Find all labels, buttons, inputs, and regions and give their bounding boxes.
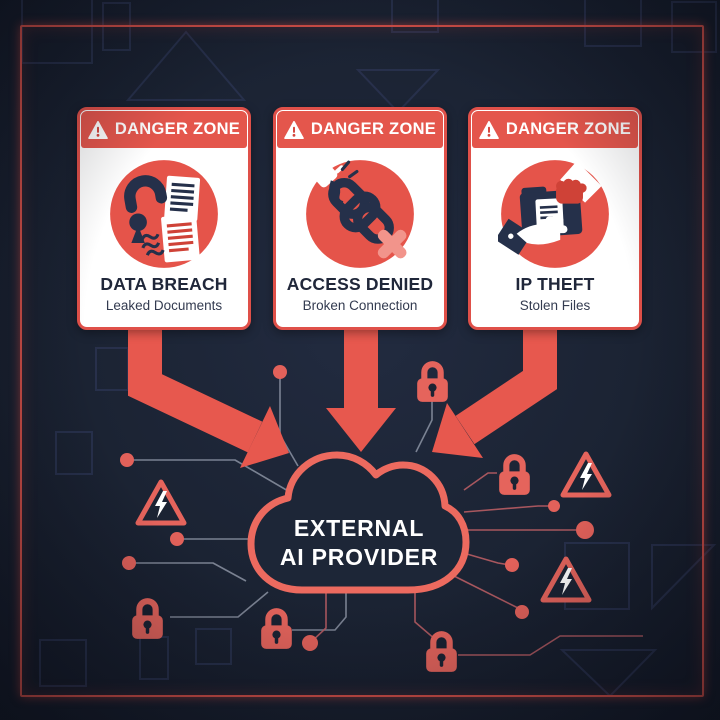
external-ai-provider-label: EXTERNAL AI PROVIDER	[250, 514, 468, 572]
danger-card-access-denied: DANGER ZONE	[273, 107, 447, 330]
padlock-icon	[496, 451, 533, 498]
down-left-bent-arrow-icon	[128, 326, 289, 468]
card-subtitle: Broken Connection	[302, 298, 418, 313]
danger-zone-header: DANGER ZONE	[277, 111, 443, 148]
danger-zone-header: DANGER ZONE	[472, 111, 638, 148]
down-arrow-icon	[326, 326, 396, 452]
down-right-bent-arrow-icon	[432, 326, 557, 458]
card-subtitle: Leaked Documents	[105, 298, 223, 313]
danger-zone-label: DANGER ZONE	[310, 120, 437, 138]
danger-card-ip-theft: DANGER ZONE	[468, 107, 642, 330]
warning-triangle-icon	[284, 120, 304, 139]
electric-hazard-triangle-icon	[539, 555, 593, 605]
danger-zone-label: DANGER ZONE	[114, 120, 241, 138]
padlock-icon	[129, 595, 166, 642]
circuit-node-dots	[120, 365, 594, 651]
danger-zone-header: DANGER ZONE	[81, 111, 247, 148]
hand-stealing-folder-icon	[498, 157, 612, 271]
electric-hazard-triangle-icon	[134, 478, 188, 528]
card-title: ACCESS DENIED	[286, 274, 434, 294]
card-subtitle: Stolen Files	[519, 298, 591, 313]
danger-card-data-breach: DANGER ZONE	[77, 107, 251, 330]
padlock-icon	[258, 605, 295, 652]
card-title: DATA BREACH	[100, 274, 228, 294]
electric-hazard-triangle-icon	[559, 450, 613, 500]
warning-triangle-icon	[479, 120, 499, 139]
cloud-label-line2: AI PROVIDER	[279, 544, 439, 570]
warning-triangle-icon	[88, 120, 108, 139]
card-title: IP THEFT	[515, 274, 595, 294]
padlock-icon	[414, 358, 451, 405]
broken-chain-icon	[303, 157, 417, 271]
data-breach-icon	[107, 157, 221, 271]
padlock-icon	[423, 628, 460, 675]
danger-zone-label: DANGER ZONE	[505, 120, 632, 138]
cloud-label-line1: EXTERNAL	[293, 515, 425, 541]
